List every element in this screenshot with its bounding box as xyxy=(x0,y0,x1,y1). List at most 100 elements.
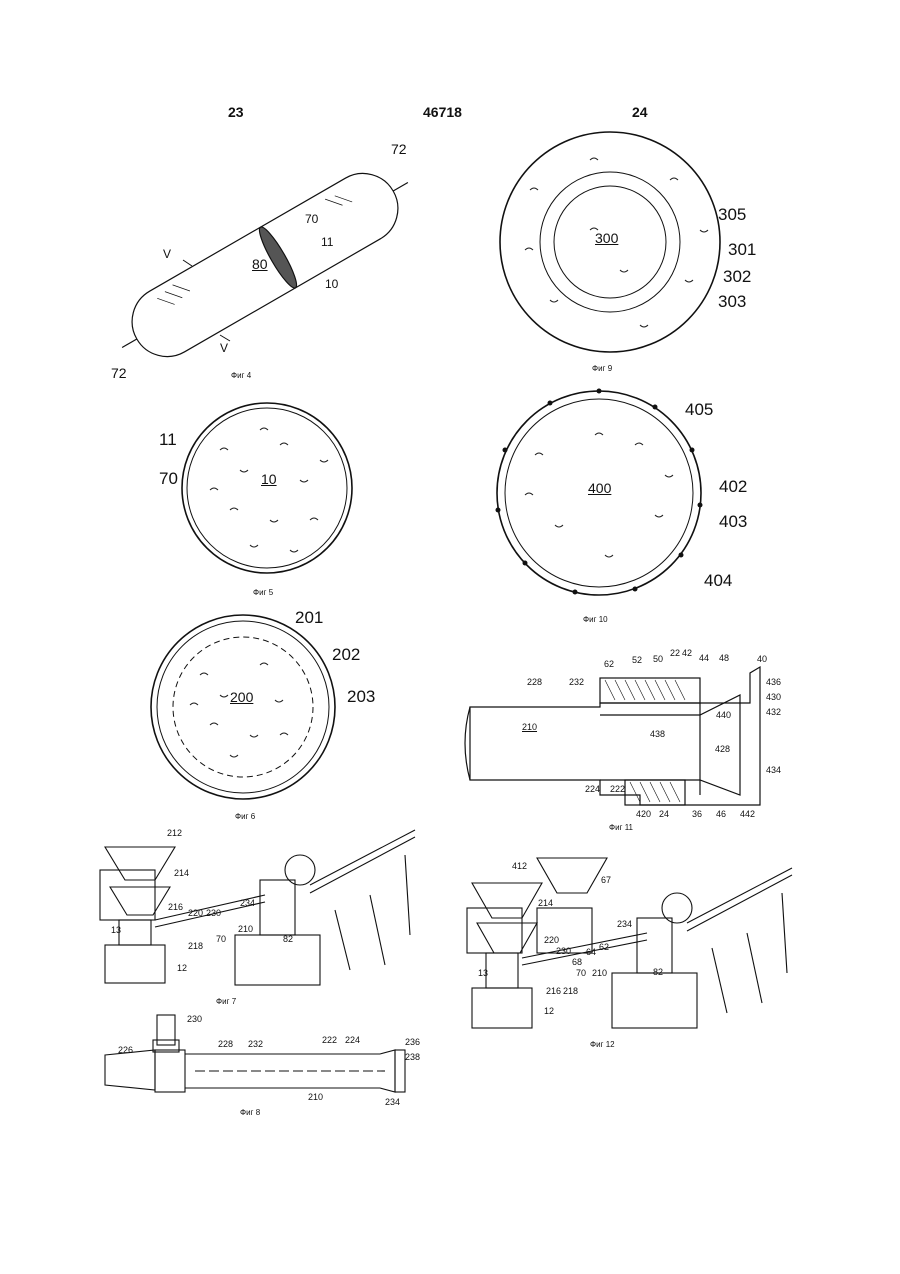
figure-4: 72 70 11 10 80 V V 72 xyxy=(95,140,435,390)
label-412: 412 xyxy=(512,862,527,871)
label-24: 24 xyxy=(659,810,669,819)
label-300: 300 xyxy=(595,231,618,245)
label-42: 42 xyxy=(682,649,692,658)
label-214: 214 xyxy=(174,869,189,878)
label-432: 432 xyxy=(766,708,781,717)
fig12-apparatus-drawing xyxy=(462,848,802,1033)
label-220: 220 xyxy=(544,936,559,945)
label-12: 12 xyxy=(177,964,187,973)
label-200: 200 xyxy=(230,690,253,704)
label-301: 301 xyxy=(728,241,756,258)
label-230: 230 xyxy=(206,909,221,918)
left-page-number: 23 xyxy=(228,104,244,120)
caption-fig9: Фиг 9 xyxy=(592,364,612,373)
label-210: 210 xyxy=(592,969,607,978)
label-64: 64 xyxy=(586,948,596,957)
label-438: 438 xyxy=(650,730,665,739)
label-234: 234 xyxy=(385,1098,400,1107)
label-234: 234 xyxy=(617,920,632,929)
label-234: 234 xyxy=(240,899,255,908)
label-400: 400 xyxy=(588,481,611,495)
label-v-right: V xyxy=(220,342,228,354)
label-62: 62 xyxy=(599,943,609,952)
figure-5: 11 70 10 xyxy=(150,400,370,585)
label-232: 232 xyxy=(248,1040,263,1049)
label-82: 82 xyxy=(283,935,293,944)
fig6-circle-drawing xyxy=(150,605,390,810)
label-80: 80 xyxy=(252,257,268,271)
caption-fig6: Фиг 6 xyxy=(235,812,255,821)
fig5-circle-drawing xyxy=(150,400,370,585)
label-67: 67 xyxy=(601,876,611,885)
label-11: 11 xyxy=(159,431,177,448)
label-236: 236 xyxy=(405,1038,420,1047)
label-238: 238 xyxy=(405,1053,420,1062)
label-70: 70 xyxy=(216,935,226,944)
label-220: 220 xyxy=(188,909,203,918)
label-224: 224 xyxy=(585,785,600,794)
label-70: 70 xyxy=(159,470,178,487)
label-212: 212 xyxy=(167,829,182,838)
label-230: 230 xyxy=(556,947,571,956)
label-44: 44 xyxy=(699,654,709,663)
label-420: 420 xyxy=(636,810,651,819)
caption-fig8: Фиг 8 xyxy=(240,1108,260,1117)
label-303: 303 xyxy=(718,293,746,310)
label-214: 214 xyxy=(538,899,553,908)
label-13: 13 xyxy=(478,969,488,978)
caption-fig10: Фиг 10 xyxy=(583,615,608,624)
caption-fig7: Фиг 7 xyxy=(216,997,236,1006)
label-218: 218 xyxy=(188,942,203,951)
patent-number: 46718 xyxy=(423,104,462,120)
label-11: 11 xyxy=(321,236,333,248)
figure-10: 405 400 402 403 404 xyxy=(495,395,765,610)
caption-fig11: Фиг 11 xyxy=(609,823,633,832)
label-228: 228 xyxy=(527,678,542,687)
label-12: 12 xyxy=(544,1007,554,1016)
label-434: 434 xyxy=(766,766,781,775)
label-52: 52 xyxy=(632,656,642,665)
label-403: 403 xyxy=(719,513,747,530)
label-68: 68 xyxy=(572,958,582,967)
label-222: 222 xyxy=(322,1036,337,1045)
label-40: 40 xyxy=(757,655,767,664)
caption-fig4: Фиг 4 xyxy=(231,371,251,380)
figure-7: 212 214 216 220 230 13 218 70 234 210 82… xyxy=(95,825,425,990)
label-428: 428 xyxy=(715,745,730,754)
label-62: 62 xyxy=(604,660,614,669)
label-10: 10 xyxy=(325,278,338,290)
label-430: 430 xyxy=(766,693,781,702)
label-210: 210 xyxy=(238,925,253,934)
label-404: 404 xyxy=(704,572,732,589)
label-72-top: 72 xyxy=(391,142,407,156)
label-210: 210 xyxy=(308,1093,323,1102)
fig11-section-drawing xyxy=(460,645,790,825)
label-46: 46 xyxy=(716,810,726,819)
fig7-apparatus-drawing xyxy=(95,825,425,990)
label-210: 210 xyxy=(522,723,537,732)
label-48: 48 xyxy=(719,654,729,663)
label-203: 203 xyxy=(347,688,375,705)
label-70: 70 xyxy=(305,213,318,225)
label-302: 302 xyxy=(723,268,751,285)
caption-fig12: Фиг 12 xyxy=(590,1040,615,1049)
label-305: 305 xyxy=(718,206,746,223)
caption-fig5: Фиг 5 xyxy=(253,588,273,597)
label-36: 36 xyxy=(692,810,702,819)
label-v-left: V xyxy=(163,248,171,260)
label-10: 10 xyxy=(261,472,277,486)
label-72-bottom: 72 xyxy=(111,366,127,380)
figure-12: 412 67 214 234 220 230 64 62 68 13 216 2… xyxy=(462,848,802,1033)
label-440: 440 xyxy=(716,711,731,720)
label-13: 13 xyxy=(111,926,121,935)
label-22: 22 xyxy=(670,649,680,658)
label-201: 201 xyxy=(295,609,323,626)
right-page-number: 24 xyxy=(632,104,648,120)
figure-8: 230 228 232 222 224 236 238 226 210 234 xyxy=(95,1010,430,1105)
fig8-pipe-drawing xyxy=(95,1010,430,1105)
label-216: 216 xyxy=(546,987,561,996)
label-402: 402 xyxy=(719,478,747,495)
figure-9: 300 305 301 302 303 xyxy=(500,130,800,360)
figure-11: 62 52 50 22 42 44 48 40 228 232 436 430 … xyxy=(460,645,790,825)
label-50: 50 xyxy=(653,655,663,664)
